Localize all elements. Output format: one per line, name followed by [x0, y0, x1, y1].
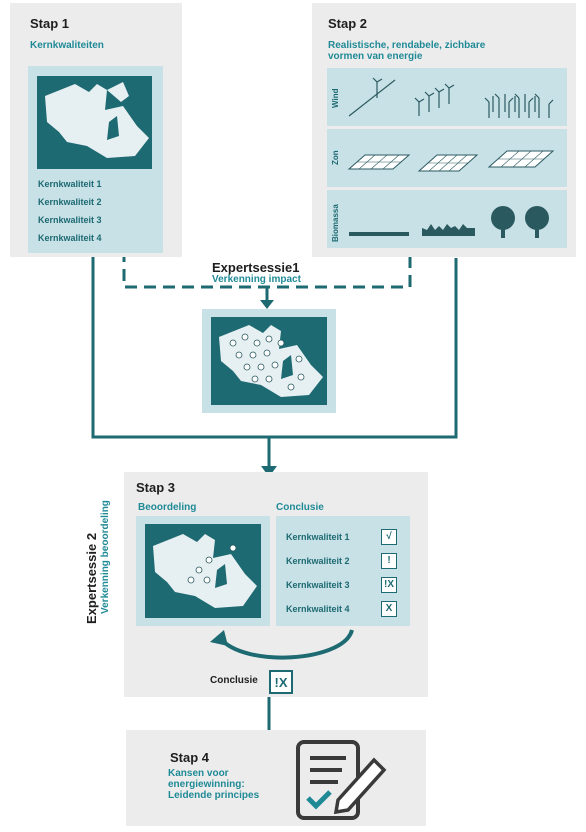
stap3-item-1-label: Kernkwaliteit 1: [286, 532, 350, 542]
stap3-map: [145, 524, 261, 618]
cross-icon: X: [381, 601, 397, 617]
expertsessie1-map: [211, 317, 327, 405]
warning-icon: !: [381, 553, 397, 569]
stap3-left-card: [136, 516, 270, 626]
warning-cross-icon: !X: [381, 577, 397, 593]
stap1-panel: Stap 1 Kernkwaliteiten Kernkwaliteit 1 K…: [10, 3, 182, 257]
curved-arrow: [210, 629, 354, 660]
stap1-item-4: Kernkwaliteit 4: [38, 233, 102, 243]
stap2-subtitle-line2: vormen van energie: [328, 51, 423, 62]
stap3-left-header: Beoordeling: [138, 502, 197, 513]
stap3-item-4-label: Kernkwaliteit 4: [286, 604, 350, 614]
stap1-item-2: Kernkwaliteit 2: [38, 197, 102, 207]
expertsessie1-subtitle: Verkenning impact: [212, 274, 301, 285]
stap3-right-header: Conclusie: [276, 502, 324, 513]
solar-panels-icon: [347, 150, 555, 172]
arrow-to-stap3-head: [261, 466, 277, 477]
stap1-card: Kernkwaliteit 1 Kernkwaliteit 2 Kernkwal…: [28, 66, 163, 253]
stap2-title: Stap 2: [328, 16, 368, 31]
assessment-map-icon: [153, 534, 257, 608]
expertsessie2-side-subtitle: Verkenning beoordeling: [100, 500, 111, 614]
stap1-title: Stap 1: [30, 16, 70, 31]
solid-connector: [91, 250, 458, 439]
check-icon: √: [381, 529, 397, 545]
stap2-subtitle-line1: Realistische, rendabele, zichbare: [328, 40, 486, 51]
stap3-item-2-label: Kernkwaliteit 2: [286, 556, 350, 566]
biomassa-row: Biomassa: [327, 190, 567, 248]
wind-turbines-icon: [348, 77, 554, 118]
expertsessie1-title: Expertsessie1: [212, 260, 300, 275]
tree-icon: [491, 206, 515, 230]
impact-map-icon: [219, 325, 323, 397]
stap3-panel: Stap 3 Beoordeling Conclusie Kernkwalite…: [124, 472, 428, 697]
conclusie-mark-icon: !X: [269, 670, 293, 694]
zon-row: Zon: [327, 129, 567, 187]
stap1-map: [37, 76, 152, 169]
stap1-subtitle: Kernkwaliteiten: [30, 40, 104, 51]
stap3-item-3-label: Kernkwaliteit 3: [286, 580, 350, 590]
stap4-line1: Kansen voor: [168, 768, 229, 779]
stap3-conclusie-label: Conclusie: [210, 675, 258, 686]
arrow-to-expertsessie-head: [260, 300, 274, 309]
wind-row: Wind: [327, 68, 567, 126]
stap4-title: Stap 4: [170, 750, 210, 765]
stap4-panel: Stap 4 Kansen voor energiewinning: Leide…: [126, 730, 426, 826]
stap2-panel: Stap 2 Realistische, rendabele, zichbare…: [312, 3, 576, 257]
stap3-title: Stap 3: [136, 480, 176, 495]
tree-icon: [525, 206, 549, 230]
region-map-icon: [45, 82, 149, 158]
expertsessie1-card: [202, 309, 336, 413]
stap1-item-3: Kernkwaliteit 3: [38, 215, 102, 225]
expertsessie2-side-title: Expertsessie 2: [84, 532, 99, 624]
stap3-right-card: Kernkwaliteit 1 √ Kernkwaliteit 2 ! Kern…: [276, 516, 410, 626]
stap4-line2: energiewinning:: [168, 779, 245, 790]
document-pen-icon: [296, 740, 387, 820]
stap1-item-1: Kernkwaliteit 1: [38, 179, 102, 189]
biomass-crops-icon: [349, 206, 549, 238]
stap4-line3: Leidende principes: [168, 790, 260, 801]
